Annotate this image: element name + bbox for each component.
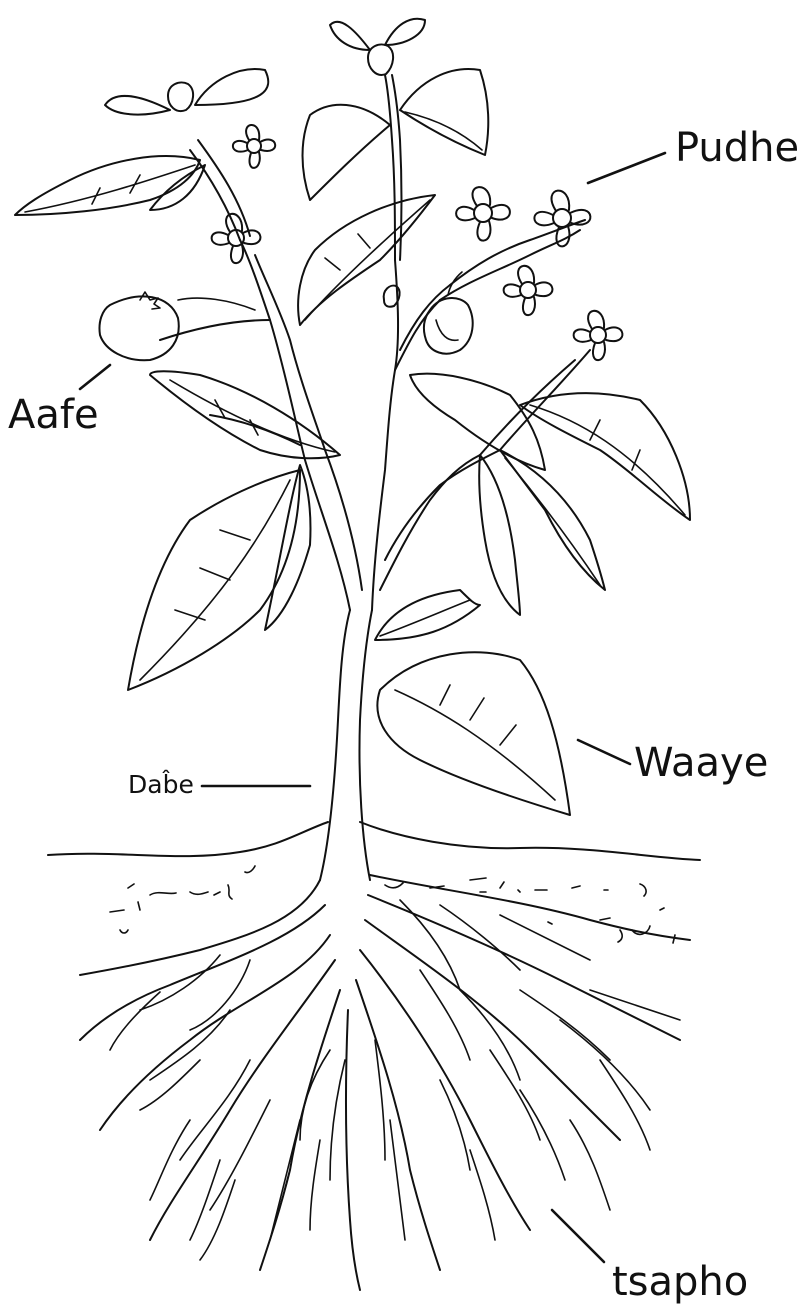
buds: [168, 45, 393, 112]
leaves: [15, 19, 690, 815]
flower-5: [504, 266, 553, 315]
stem: [160, 75, 590, 880]
leader-aafe: [80, 365, 110, 389]
label-leaf: Waaye: [634, 743, 768, 783]
flower-2: [233, 125, 275, 168]
label-flower: Pudhe: [675, 128, 799, 168]
leader-lines: [80, 153, 665, 1262]
flowers: [212, 125, 623, 360]
leader-tsapho: [552, 1210, 604, 1262]
fruits: [99, 272, 472, 360]
roots: [80, 875, 690, 1290]
label-stem: Dab̂e: [128, 772, 194, 797]
leader-waaye: [578, 740, 630, 764]
flower-6: [574, 311, 623, 360]
label-roots: tsapho: [612, 1262, 748, 1302]
flower-4: [534, 191, 590, 247]
ground: [48, 822, 700, 943]
label-fruit: Aafe: [8, 395, 99, 435]
leader-pudhe: [588, 153, 665, 183]
flower-1: [212, 214, 261, 263]
flower-3: [456, 187, 510, 241]
